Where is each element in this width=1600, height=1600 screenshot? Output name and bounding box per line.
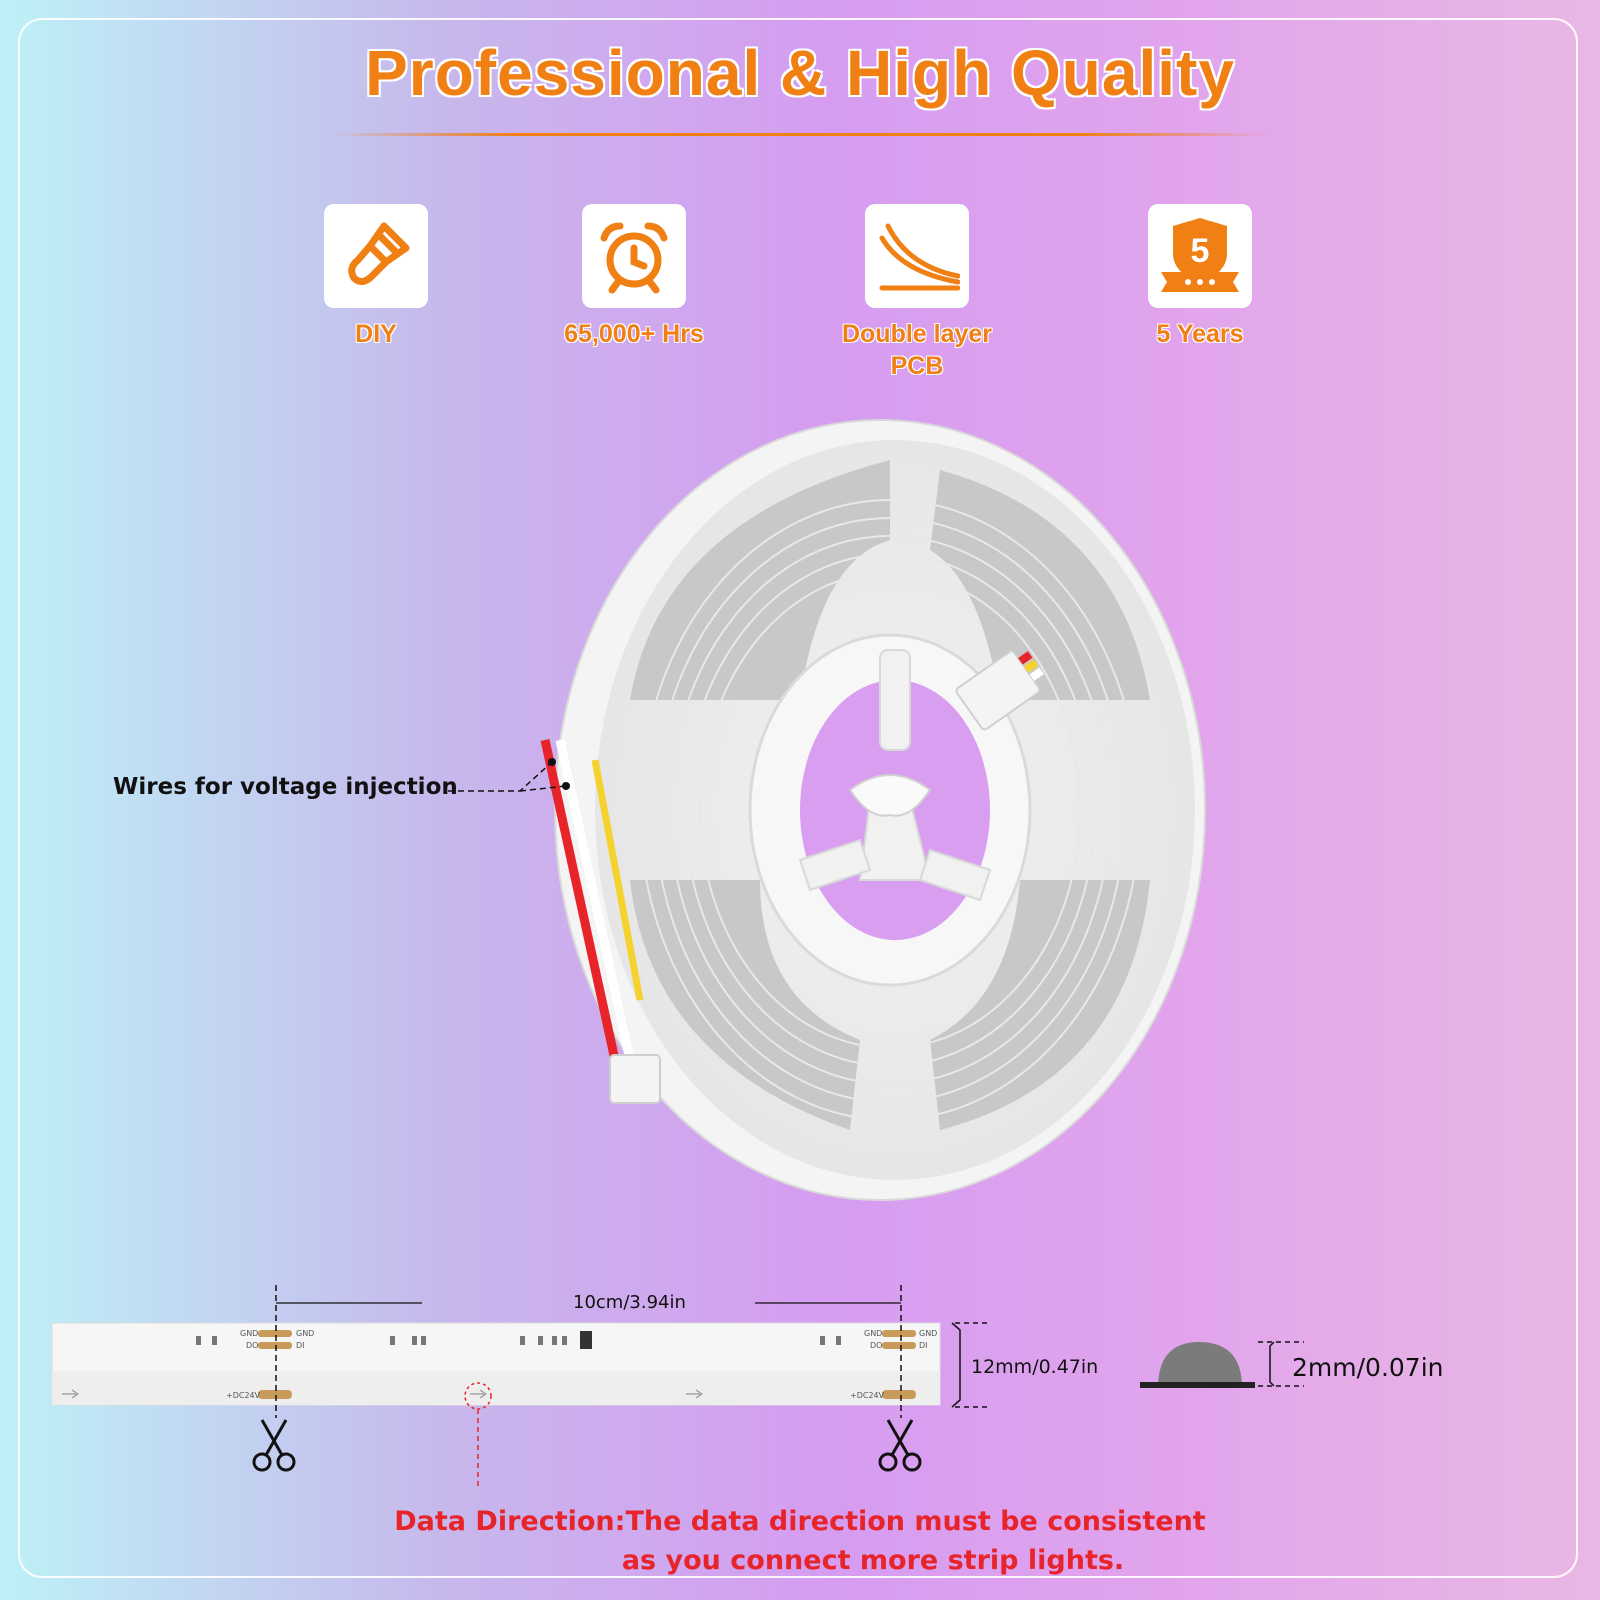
card-frame xyxy=(18,18,1578,1578)
notice-line-2: as you connect more strip lights. xyxy=(621,1545,1125,1576)
notice-line-1: Data Direction:The data direction must b… xyxy=(394,1506,1206,1537)
voltage-injection-callout: Wires for voltage injection xyxy=(113,774,458,800)
feature-diy: DIY xyxy=(246,204,506,350)
feature-label: 65,000+ Hrs xyxy=(564,320,704,348)
strip-width-label: 12mm/0.47in xyxy=(971,1356,1099,1378)
feature-label: DIY xyxy=(355,320,397,348)
feature-lifespan: 65,000+ Hrs xyxy=(504,204,764,350)
page-title: Professional & High Quality xyxy=(365,37,1235,109)
alarm-clock-icon xyxy=(582,204,686,308)
warranty-shield-icon: 5 xyxy=(1148,204,1252,308)
cut-length-label: 10cm/3.94in xyxy=(573,1292,686,1313)
data-direction-notice: Data Direction:The data direction must b… xyxy=(300,1502,1300,1580)
feature-double-layer-pcb: Double layer PCB xyxy=(787,204,1047,382)
strip-height-label: 2mm/0.07in xyxy=(1292,1353,1444,1382)
warranty-badge-number: 5 xyxy=(1191,232,1210,270)
feature-warranty: 5 5 Years xyxy=(1070,204,1330,350)
feature-label: Double layer PCB xyxy=(841,320,993,380)
title-divider xyxy=(330,133,1270,136)
paint-brush-icon xyxy=(324,204,428,308)
feature-label: 5 Years xyxy=(1156,320,1244,348)
layers-curve-icon xyxy=(865,204,969,308)
